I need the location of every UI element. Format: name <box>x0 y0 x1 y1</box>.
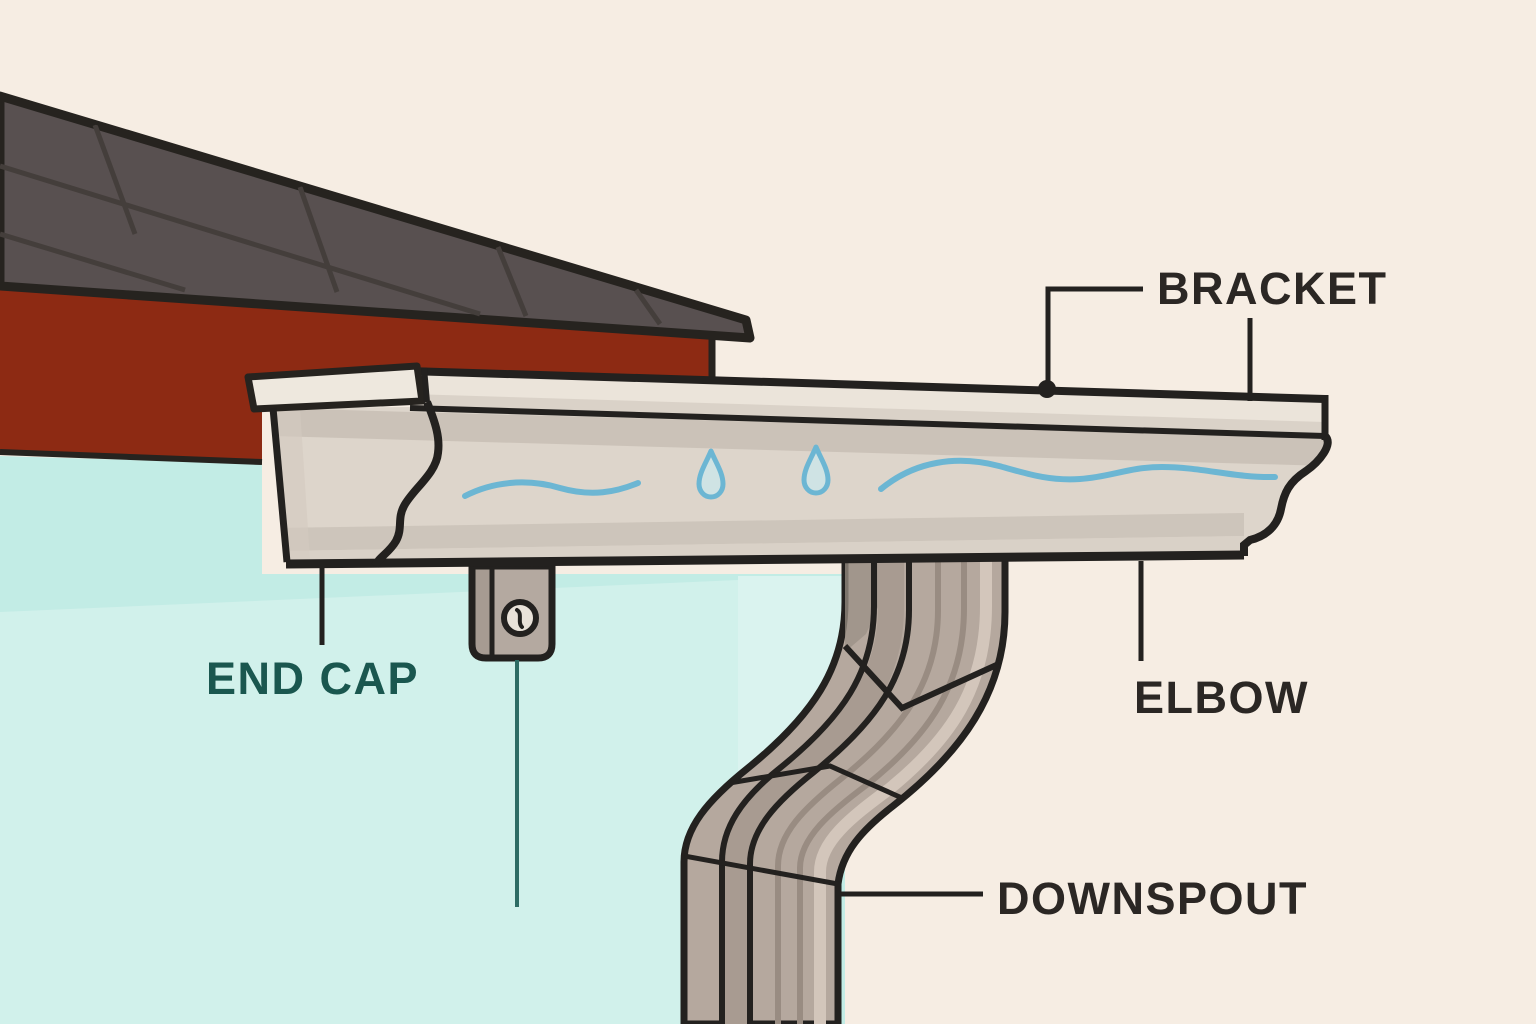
elbow-joint-seam <box>842 643 1005 712</box>
end-cap <box>244 362 443 568</box>
water-squiggle-icon <box>462 479 641 499</box>
elbow-joint-seam <box>684 853 839 887</box>
end-cap-ogee-seam <box>371 400 443 568</box>
hanger-strap <box>468 562 556 907</box>
roof <box>0 91 755 343</box>
bracket-leader-line <box>1045 286 1143 391</box>
gutter <box>244 362 1332 569</box>
elbow-joint-seam <box>699 763 904 801</box>
label-downspout: DOWNSPOUT <box>997 873 1308 924</box>
water-droplet-icon <box>801 444 831 496</box>
label-elbow: ELBOW <box>1134 672 1309 723</box>
water-squiggle-icon <box>878 457 1278 492</box>
water-droplet-icon <box>696 448 726 500</box>
roof-shingle-seams <box>0 124 663 326</box>
label-bracket: BRACKET <box>1157 263 1388 314</box>
teal-wall <box>0 456 845 1024</box>
downspout <box>680 548 1009 1024</box>
water-flow-art <box>462 444 1278 500</box>
gutter-ogee-profile <box>1240 433 1332 556</box>
label-end-cap: END CAP <box>206 653 420 704</box>
leader-lines <box>319 286 1253 897</box>
